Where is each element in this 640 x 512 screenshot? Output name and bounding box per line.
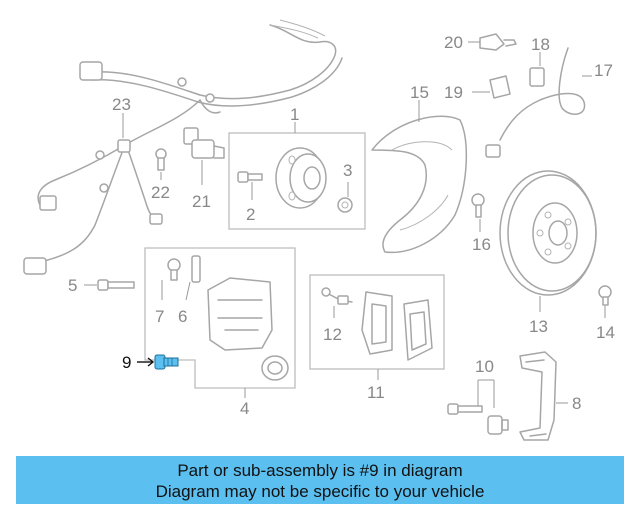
callout-20[interactable]: 20 (444, 33, 463, 52)
callout-13[interactable]: 13 (529, 317, 548, 336)
callout-5[interactable]: 5 (68, 276, 77, 295)
clip-18 (529, 67, 545, 87)
wheel-hub (275, 147, 327, 209)
bracket-20 (479, 33, 517, 51)
banner-line-2: Diagram may not be specific to your vehi… (155, 482, 485, 501)
brake-caliper (207, 277, 289, 381)
brake-pad-box (309, 274, 445, 370)
bolt-22 (155, 148, 167, 171)
callout-17[interactable]: 17 (594, 61, 613, 80)
callout-6[interactable]: 6 (178, 307, 187, 326)
callout-14[interactable]: 14 (596, 323, 615, 342)
brake-disc-13 (499, 170, 597, 296)
callout-8[interactable]: 8 (572, 394, 581, 413)
brake-pads (361, 291, 433, 361)
callout-9[interactable]: 9 (122, 353, 131, 372)
banner-line-1: Part or sub-assembly is #9 in diagram (177, 461, 463, 480)
callout-4[interactable]: 4 (240, 399, 249, 418)
callout-16[interactable]: 16 (472, 235, 491, 254)
caliper-box (144, 247, 296, 389)
callout-11[interactable]: 11 (367, 383, 385, 402)
guide-pin-6 (191, 255, 201, 283)
holder-19 (489, 75, 511, 99)
wiring-harness (23, 19, 343, 275)
bolt-5 (97, 279, 135, 291)
callout-23[interactable]: 23 (112, 95, 131, 114)
screw-14 (598, 285, 612, 306)
callout-1[interactable]: 1 (290, 105, 299, 124)
callout-15[interactable]: 15 (410, 83, 429, 102)
callout-7[interactable]: 7 (155, 307, 164, 326)
nut-3 (337, 197, 353, 213)
info-banner: Part or sub-assembly is #9 in diagram Di… (16, 456, 624, 504)
guide-bolt-10 (447, 403, 509, 435)
bolt-16 (471, 193, 485, 218)
wear-sensor-17 (485, 47, 586, 158)
splash-shield-15 (371, 115, 468, 254)
caliper-carrier-8 (519, 351, 557, 441)
bolt-9-highlighted[interactable] (154, 354, 179, 370)
callout-19[interactable]: 19 (444, 83, 463, 102)
callout-18[interactable]: 18 (531, 35, 550, 54)
bolt-2 (237, 171, 263, 183)
hub-assembly-box (228, 132, 366, 230)
callout-3[interactable]: 3 (343, 161, 352, 180)
callout-10[interactable]: 10 (475, 357, 494, 376)
speed-sensor-21 (183, 127, 225, 159)
parts-diagram: 23 22 21 1 2 3 15 (23, 19, 615, 441)
bleeder-7 (167, 258, 181, 281)
wear-indicator-12 (321, 287, 353, 305)
callout-22[interactable]: 22 (151, 183, 170, 202)
callout-12[interactable]: 12 (323, 325, 342, 344)
callout-21[interactable]: 21 (192, 192, 211, 211)
callout-2[interactable]: 2 (246, 205, 255, 224)
